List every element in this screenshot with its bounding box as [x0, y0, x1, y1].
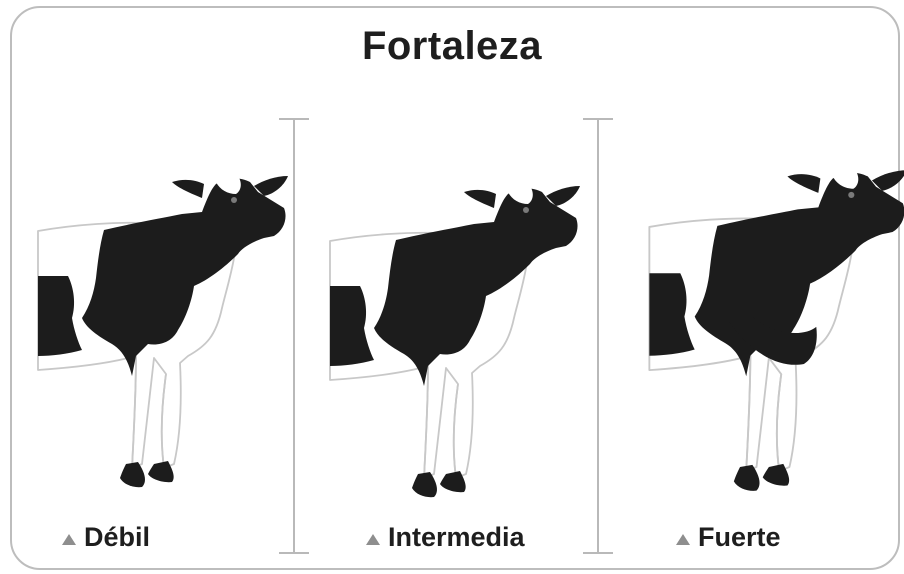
column-divider — [583, 118, 613, 554]
category-label-intermediate: Intermedia — [366, 522, 525, 553]
cow-intermediate-illustration — [330, 178, 570, 508]
diagram-title: Fortaleza — [0, 24, 904, 69]
category-label-weak: Débil — [62, 522, 150, 553]
triangle-marker-icon — [676, 534, 690, 545]
triangle-marker-icon — [62, 534, 76, 545]
category-label-text: Fuerte — [698, 522, 781, 553]
category-label-text: Intermedia — [388, 522, 525, 553]
category-label-strong: Fuerte — [676, 522, 781, 553]
category-label-text: Débil — [84, 522, 150, 553]
cow-strong-illustration — [648, 162, 898, 502]
cow-weak-illustration — [38, 168, 278, 498]
triangle-marker-icon — [366, 534, 380, 545]
